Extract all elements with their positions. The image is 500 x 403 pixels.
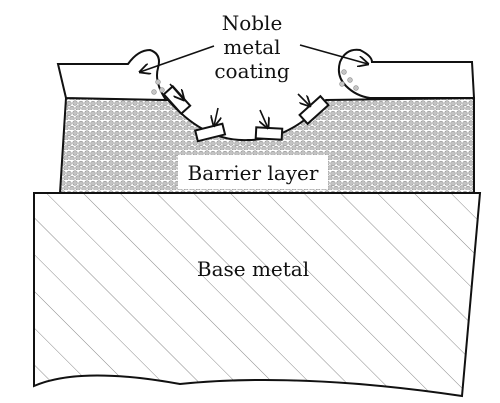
label-base-metal: Base metal [197,257,309,281]
barrier-layer-region [58,96,475,194]
arrow-flake-2 [214,107,218,126]
label-coating-line3: coating [214,59,289,83]
label-coating-line2: metal [223,35,280,59]
arrow-left-coating [140,45,215,72]
arrow-flake-3 [260,109,268,128]
barrier-label-box [178,155,328,189]
spilled-granules [151,69,359,95]
arrow-right-coating [299,44,368,64]
base-metal-region [33,192,482,398]
label-coating-line1: Noble [222,11,283,35]
coating-left [56,48,168,102]
pointer-arrows [140,44,368,128]
label-barrier-layer: Barrier layer [188,161,319,185]
arrow-flake-1 [169,83,184,100]
arrow-flake-4 [297,93,310,106]
coating-right [337,48,476,99]
